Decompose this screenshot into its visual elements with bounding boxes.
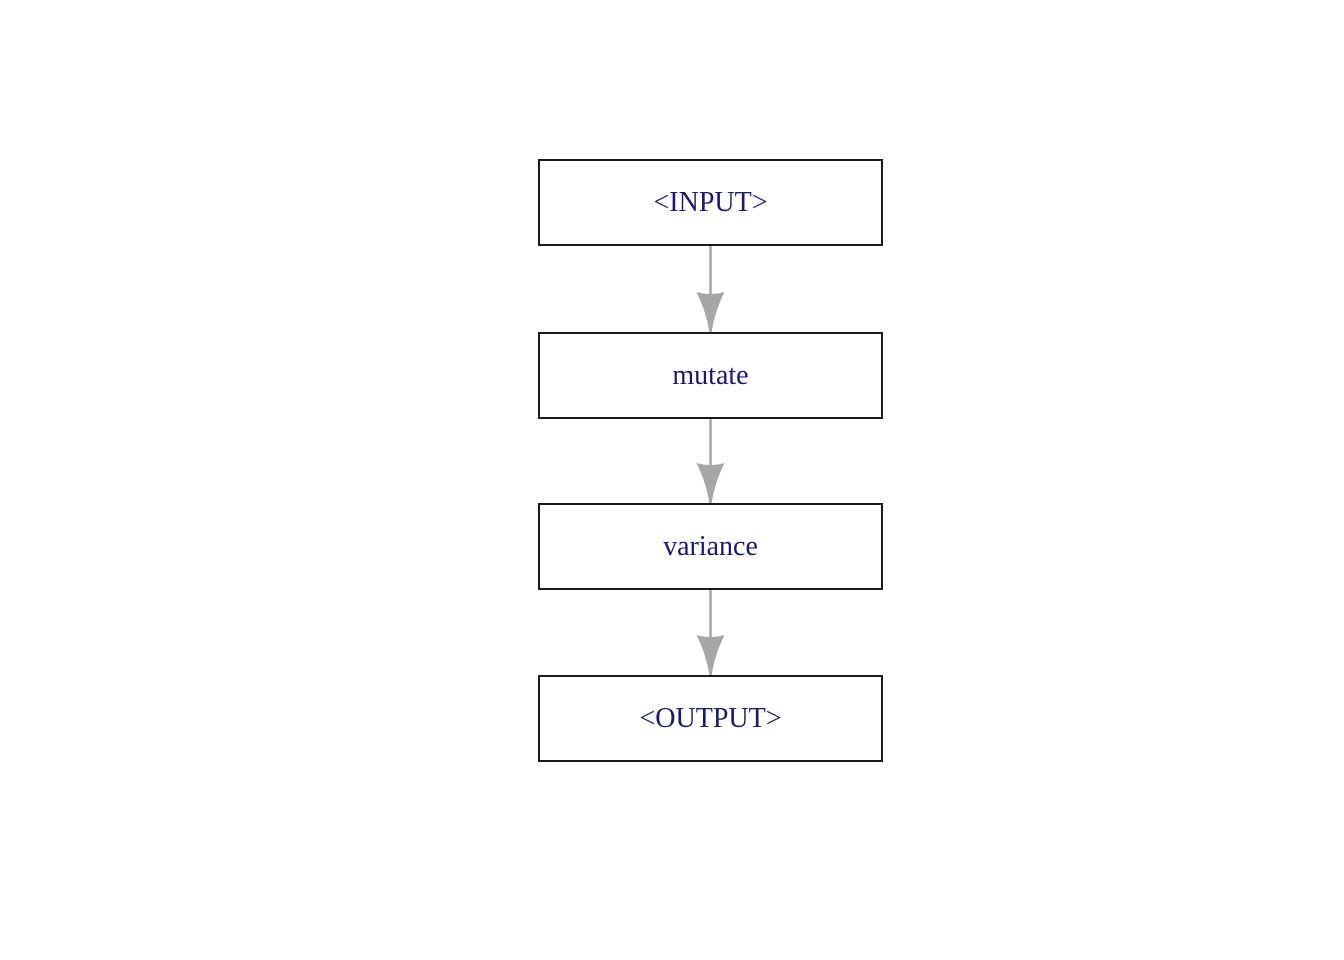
- node-output: <OUTPUT>: [538, 675, 883, 762]
- arrowhead-down-icon: [696, 463, 725, 503]
- node-variance: variance: [538, 503, 883, 590]
- arrow-input-to-mutate: [696, 246, 725, 332]
- arrowhead-down-icon: [696, 292, 725, 332]
- arrow-mutate-to-variance: [696, 418, 725, 503]
- node-input-label: <INPUT>: [653, 186, 768, 218]
- node-mutate-label: mutate: [672, 359, 749, 391]
- node-output-label: <OUTPUT>: [639, 702, 782, 734]
- arrowhead-down-icon: [696, 635, 725, 675]
- node-variance-label: variance: [663, 530, 758, 562]
- arrow-variance-to-output: [696, 589, 725, 675]
- node-input: <INPUT>: [538, 159, 883, 246]
- node-mutate: mutate: [538, 332, 883, 419]
